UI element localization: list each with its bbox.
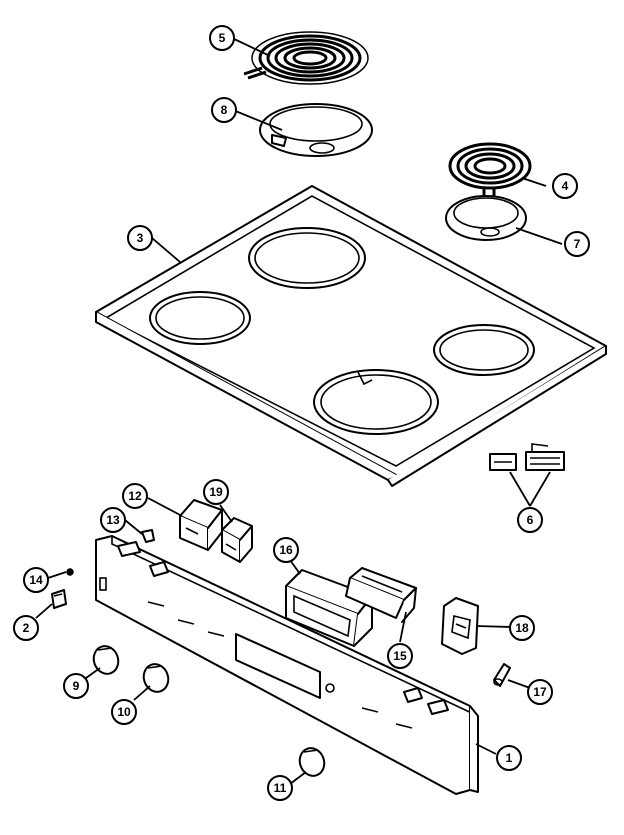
- svg-text:16: 16: [279, 543, 293, 557]
- switch-19: [221, 517, 253, 563]
- svg-text:10: 10: [117, 705, 131, 719]
- callout-4: 4: [552, 173, 578, 199]
- svg-text:5: 5: [219, 31, 226, 45]
- svg-text:1: 1: [506, 751, 513, 765]
- terminal-blocks: [489, 443, 565, 471]
- callout-15: 15: [387, 643, 413, 669]
- callout-9: 9: [63, 673, 89, 699]
- svg-text:19: 19: [209, 485, 223, 499]
- callout-12: 12: [122, 483, 148, 509]
- svg-text:18: 18: [515, 621, 529, 635]
- callout-13: 13: [100, 507, 126, 533]
- callout-1: 1: [496, 745, 522, 771]
- callout-14: 14: [23, 567, 49, 593]
- callout-2: 2: [13, 615, 39, 641]
- large-drip-pan: [259, 103, 373, 157]
- svg-text:13: 13: [106, 513, 120, 527]
- svg-text:14: 14: [29, 573, 43, 587]
- knob-11: [298, 747, 326, 777]
- callout-6: 6: [517, 507, 543, 533]
- callout-7: 7: [564, 231, 590, 257]
- svg-text:8: 8: [221, 103, 228, 117]
- callout-8: 8: [211, 97, 237, 123]
- control-panel: [95, 535, 479, 795]
- small-knob-17: [493, 663, 511, 687]
- small-surface-element: [448, 142, 532, 204]
- svg-text:9: 9: [73, 679, 80, 693]
- screw-14: [66, 568, 74, 576]
- knob-9: [92, 645, 120, 675]
- svg-text:15: 15: [393, 649, 407, 663]
- knob-10: [142, 663, 170, 693]
- switch-12: [179, 499, 223, 551]
- cooktop: [95, 185, 607, 487]
- clip-13: [141, 529, 155, 543]
- callout-11: 11: [267, 775, 293, 801]
- callout-17: 17: [527, 679, 553, 705]
- svg-text:2: 2: [23, 621, 30, 635]
- block-2: [51, 589, 67, 609]
- callout-19: 19: [203, 479, 229, 505]
- svg-text:3: 3: [137, 231, 144, 245]
- callout-16: 16: [273, 537, 299, 563]
- svg-text:6: 6: [527, 513, 534, 527]
- small-drip-pan: [445, 195, 527, 241]
- callout-10: 10: [111, 699, 137, 725]
- large-surface-element: [243, 31, 369, 85]
- svg-text:4: 4: [562, 179, 569, 193]
- leader-lines: [35, 37, 563, 785]
- svg-text:17: 17: [533, 685, 547, 699]
- receptacle: [441, 597, 479, 655]
- svg-text:12: 12: [128, 489, 142, 503]
- callout-3: 3: [127, 225, 153, 251]
- svg-text:11: 11: [274, 781, 287, 795]
- callout-18: 18: [509, 615, 535, 641]
- callout-5: 5: [209, 25, 235, 51]
- svg-text:7: 7: [574, 237, 581, 251]
